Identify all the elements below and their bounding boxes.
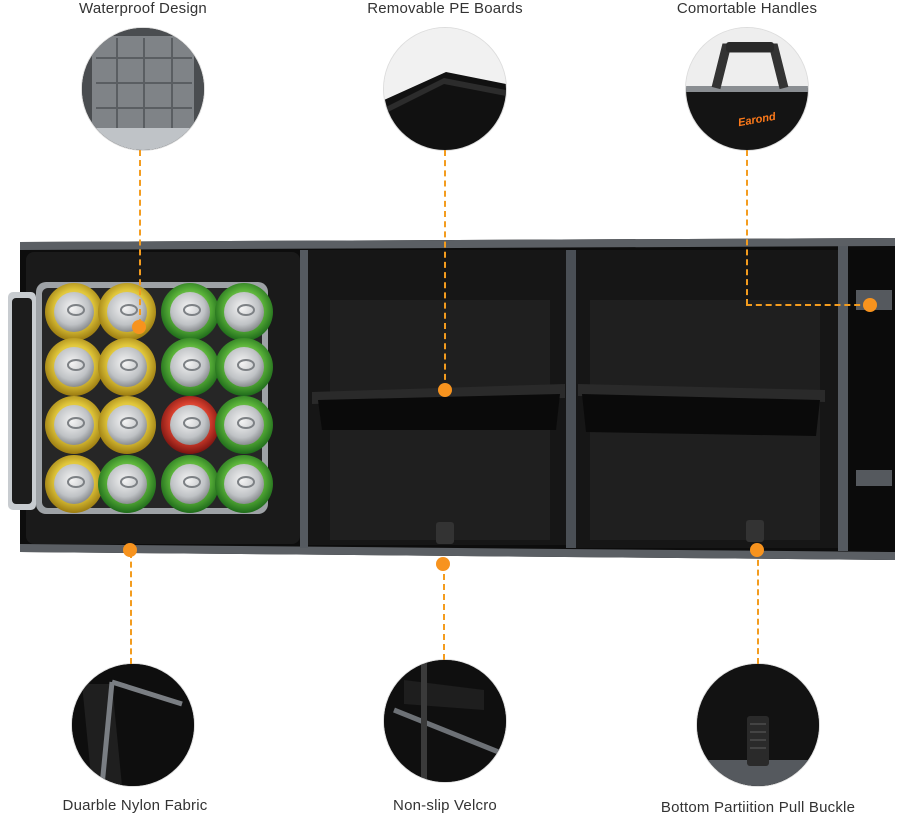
can	[161, 283, 219, 341]
can	[161, 338, 219, 396]
connector-buckle	[757, 550, 759, 664]
waterproof-fabric-image	[82, 28, 204, 150]
can	[45, 455, 103, 513]
detail-circle-pe-boards	[384, 28, 506, 150]
marker-dot-pe-boards	[438, 383, 452, 397]
can	[161, 455, 219, 513]
detail-circle-waterproof	[82, 28, 204, 150]
callout-label-nylon: Duarble Nylon Fabric	[62, 797, 208, 814]
can	[98, 455, 156, 513]
can	[98, 283, 156, 341]
pe-board-image	[384, 28, 506, 150]
handle-image	[686, 28, 808, 150]
callout-label-waterproof: Waterproof Design	[79, 0, 207, 17]
can	[215, 455, 273, 513]
connector-handles-horizontal	[746, 304, 870, 306]
connector-pe-boards	[444, 150, 446, 390]
connector-waterproof	[139, 150, 141, 325]
can	[98, 338, 156, 396]
marker-dot-buckle	[750, 543, 764, 557]
can	[45, 396, 103, 454]
callout-label-buckle: Bottom Partiition Pull Buckle	[660, 799, 856, 816]
marker-dot-handles	[863, 298, 877, 312]
can	[45, 283, 103, 341]
marker-dot-waterproof	[132, 320, 146, 334]
detail-circle-handles: Earond	[686, 28, 808, 150]
velcro-image	[384, 660, 506, 782]
buckle-image	[697, 664, 819, 786]
callout-label-pe-boards: Removable PE Boards	[367, 0, 523, 17]
connector-handles	[746, 150, 748, 305]
can	[98, 396, 156, 454]
detail-circle-nylon	[72, 664, 194, 786]
connector-velcro	[443, 564, 445, 660]
connector-nylon	[130, 552, 132, 664]
detail-circle-velcro	[384, 660, 506, 782]
organizer-body	[8, 238, 895, 560]
detail-circle-buckle	[697, 664, 819, 786]
marker-dot-velcro	[436, 557, 450, 571]
nylon-fabric-image	[72, 664, 194, 786]
can	[215, 338, 273, 396]
marker-dot-nylon	[123, 543, 137, 557]
can	[45, 338, 103, 396]
can	[161, 396, 219, 454]
cans-group	[45, 283, 273, 513]
callout-label-velcro: Non-slip Velcro	[393, 797, 497, 814]
can	[215, 283, 273, 341]
callout-label-handles: Comortable Handles	[676, 0, 818, 17]
can	[215, 396, 273, 454]
